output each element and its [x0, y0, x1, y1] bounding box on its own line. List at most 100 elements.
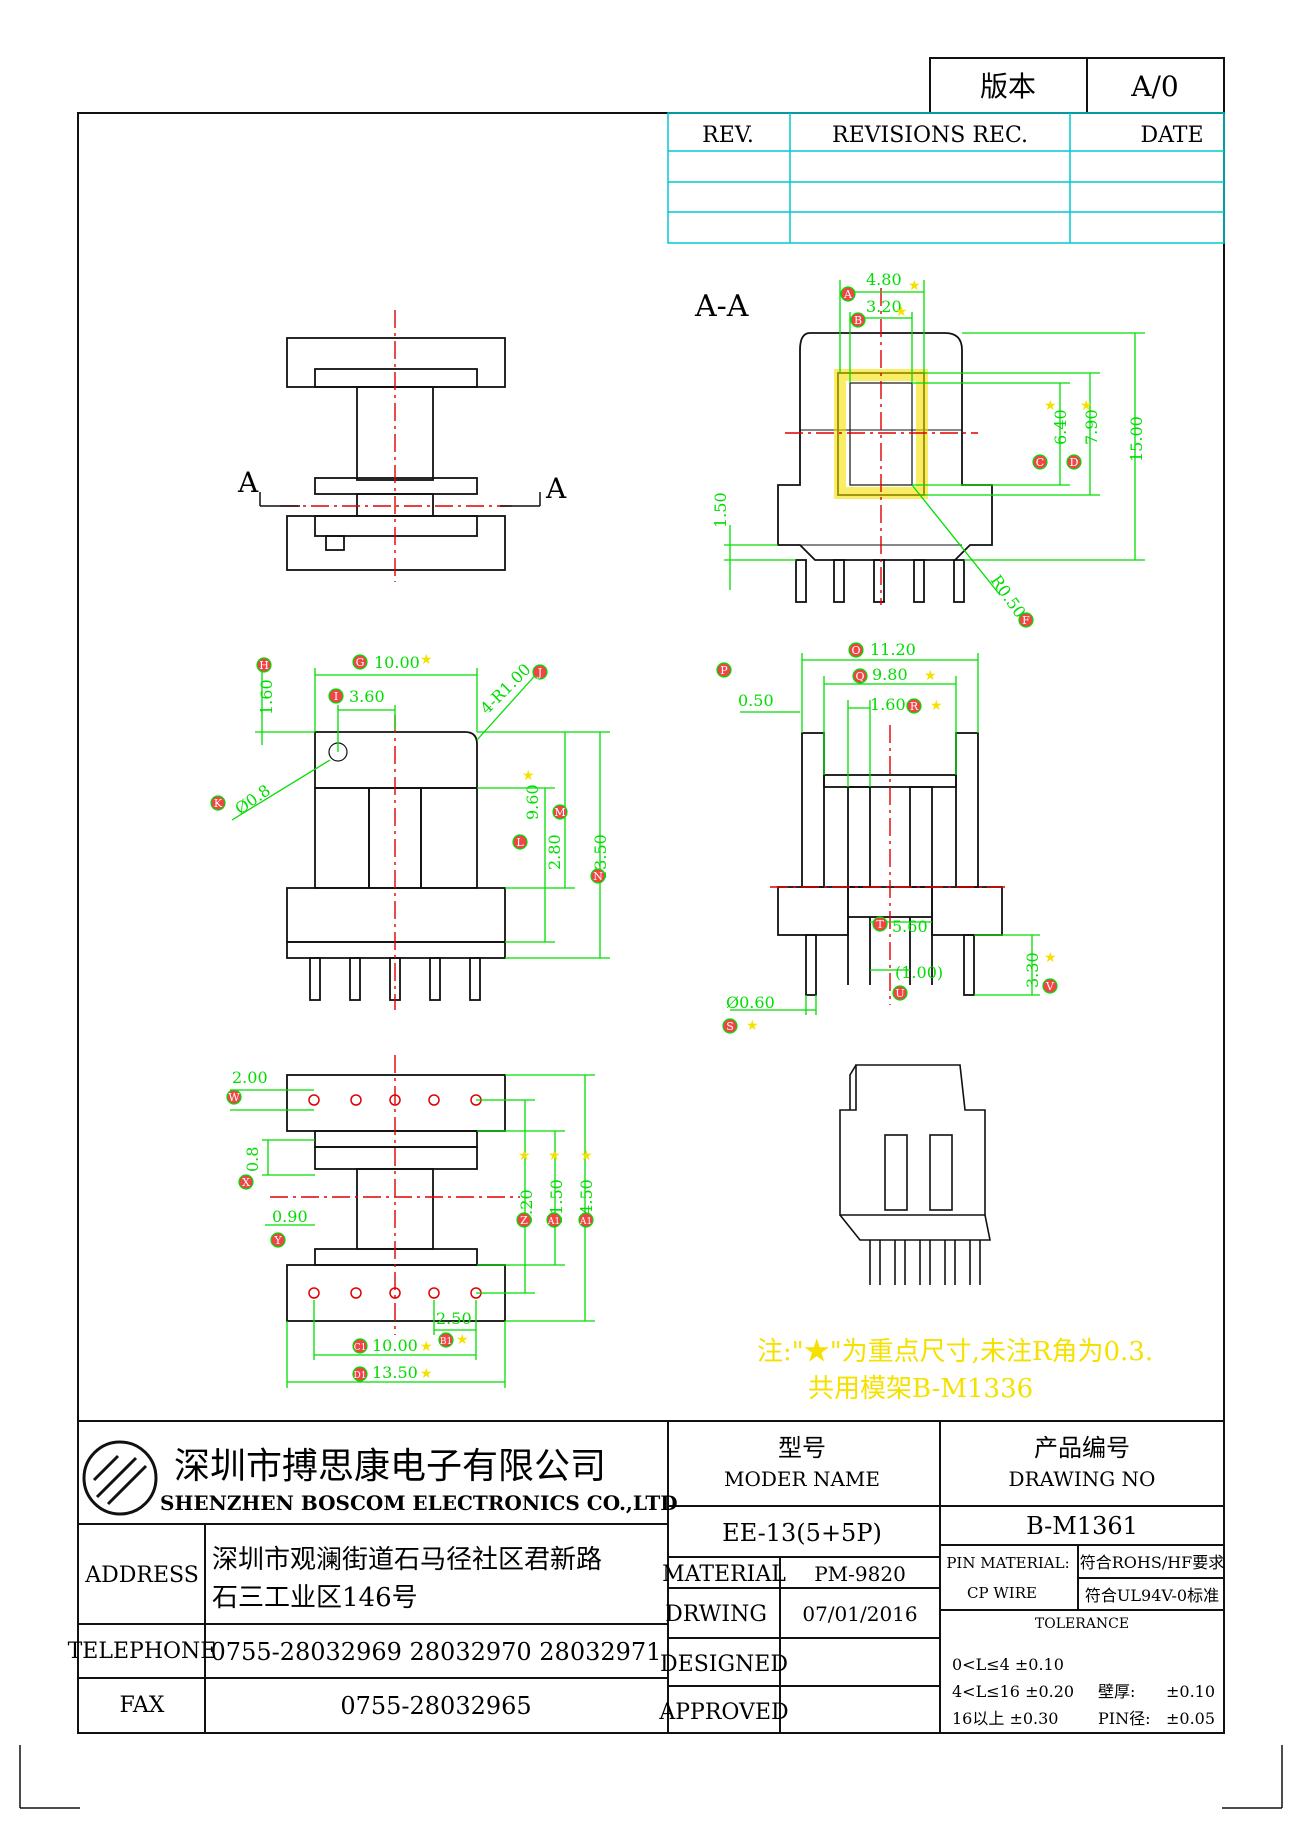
- rev-column-header: REV.: [702, 123, 754, 148]
- dim-f-13-50: 13.50: [591, 834, 610, 880]
- wall-thickness-label: 壁厚:: [1098, 1682, 1135, 1701]
- company-name-en: SHENZHEN BOSCOM ELECTRONICS CO.,LTD: [160, 1491, 678, 1515]
- front-view-pins: [309, 957, 481, 1001]
- star-icon: ★: [1080, 398, 1093, 414]
- marker-Z: Z: [520, 1214, 528, 1227]
- star-icon: ★: [456, 1332, 469, 1348]
- version-box: [929, 57, 1225, 114]
- bottom-view-centerlines: [270, 1055, 520, 1335]
- star-icon: ★: [420, 652, 433, 668]
- dim-s-0-50: 0.50: [738, 691, 774, 710]
- front-view: [286, 731, 506, 959]
- version-label: 版本: [980, 70, 1036, 103]
- marker-D: D: [1070, 456, 1079, 469]
- key-dimension-stars: ★ ★ ★ ★ ★ ★ ★ ★ ★ ★ ★ ★ ★ ★ ★ ★: [420, 278, 1093, 1382]
- model-label-en: MODER NAME: [724, 1467, 880, 1491]
- front-view-dimensions: [231, 668, 610, 959]
- star-icon: ★: [518, 1148, 531, 1164]
- model-label-cn: 型号: [778, 1434, 826, 1462]
- star-icon: ★: [580, 1148, 593, 1164]
- marker-W: W: [228, 1091, 240, 1104]
- dim-15-00: 15.00: [1127, 416, 1146, 462]
- star-icon: ★: [895, 304, 908, 320]
- company-logo-icon: [82, 1440, 158, 1516]
- drawing-no-label-en: DRAWING NO: [1009, 1467, 1156, 1491]
- marker-A: A: [843, 288, 853, 301]
- bottom-view-dimensions: [230, 1074, 595, 1388]
- marker-N: N: [593, 870, 603, 883]
- star-icon: ★: [1044, 950, 1057, 966]
- side-view-centerlines: [770, 725, 1010, 1005]
- wall-thickness-value: ±0.10: [1166, 1682, 1215, 1701]
- marker-V: V: [1045, 980, 1055, 993]
- top-view-centerlines: [280, 310, 512, 582]
- dim-3-20: 3.20: [866, 297, 902, 316]
- marker-B1: B1: [440, 1337, 452, 1347]
- marker-D1: D1: [354, 1371, 367, 1381]
- star-icon: ★: [746, 1018, 759, 1034]
- star-icon: ★: [924, 668, 937, 684]
- pin-diameter-label: PIN径:: [1098, 1709, 1150, 1728]
- marker-O: O: [851, 644, 860, 657]
- dim-f-phi0-8: Ø0.8: [231, 781, 273, 819]
- star-icon: ★: [1044, 398, 1057, 414]
- marker-A1: A1: [547, 1217, 560, 1227]
- address-label: ADDRESS: [84, 1563, 199, 1588]
- dim-b-13-50: 13.50: [372, 1363, 418, 1382]
- drawing-no-label-cn: 产品编号: [1034, 1434, 1130, 1462]
- tolerance-range-1: 0<L≤4 ±0.10: [952, 1655, 1064, 1674]
- isometric-view: [839, 1064, 991, 1285]
- star-icon: ★: [420, 1339, 433, 1355]
- tolerance-range-3: 16以上 ±0.30: [952, 1709, 1058, 1728]
- star-icon: ★: [930, 698, 943, 714]
- marker-S: S: [726, 1020, 734, 1033]
- telephone-value: 0755-28032969 28032970 28032971: [211, 1638, 662, 1666]
- reference-markers: A B C D F G H I J K L M N O P Q R S T: [210, 286, 1082, 1382]
- side-view-dimensions: [730, 653, 1040, 1015]
- section-view-centerlines: [785, 288, 978, 605]
- cp-wire-label: CP WIRE: [967, 1584, 1037, 1602]
- marker-Y: Y: [273, 1234, 282, 1247]
- crop-marks: [19, 1745, 1283, 1809]
- marker-X: X: [242, 1176, 250, 1189]
- tolerance-label: TOLERANCE: [1035, 1616, 1129, 1632]
- address-line-2: 石三工业区146号: [212, 1583, 418, 1613]
- marker-A1-b: A1: [579, 1217, 592, 1227]
- fax-label: FAX: [120, 1693, 165, 1718]
- dim-1-50: 1.50: [711, 492, 730, 528]
- marker-R: R: [910, 700, 919, 713]
- dim-s-phi0-60: Ø0.60: [726, 993, 775, 1012]
- dim-s-1-00: (1.00): [895, 963, 943, 982]
- marker-C1: C1: [354, 1343, 367, 1353]
- marker-B: B: [854, 314, 862, 327]
- dim-4-80: 4.80: [866, 270, 902, 289]
- section-view-label: A-A: [694, 289, 749, 324]
- version-value: A/0: [1130, 70, 1178, 103]
- star-icon: ★: [522, 768, 535, 784]
- title-block-grid: [78, 1420, 1224, 1733]
- drwing-label: DRWING: [665, 1602, 767, 1627]
- dim-b-0-90: 0.90: [272, 1207, 308, 1226]
- fax-value: 0755-28032965: [340, 1692, 531, 1720]
- marker-K: K: [214, 797, 223, 810]
- section-mark-right: A: [545, 472, 567, 505]
- dim-s-3-30: 3.30: [1023, 952, 1042, 988]
- dim-f-10-00: 10.00: [374, 653, 420, 672]
- top-view: [286, 337, 506, 571]
- marker-I: I: [334, 690, 338, 703]
- bottom-view: [286, 1074, 506, 1322]
- revision-table: [667, 112, 1225, 244]
- dim-f-9-60: 9.60: [523, 784, 542, 820]
- dim-s-11-20: 11.20: [870, 640, 916, 659]
- marker-G: G: [356, 656, 365, 669]
- revisions-column-header: REVISIONS REC.: [832, 123, 1028, 148]
- star-icon: ★: [908, 278, 921, 294]
- section-view-pins: [795, 559, 965, 603]
- dim-b-0-8: 0.8: [243, 1147, 262, 1172]
- dim-b-14-50: 14.50: [577, 1179, 596, 1225]
- dim-f-2-80: 2.80: [545, 834, 564, 870]
- marker-J: J: [537, 666, 542, 679]
- model-value: EE-13(5+5P): [722, 1519, 882, 1547]
- dim-s-5-60: 5.60: [892, 917, 928, 936]
- note-line-1: 注:"★"为重点尺寸,未注R角为0.3.: [757, 1337, 1153, 1367]
